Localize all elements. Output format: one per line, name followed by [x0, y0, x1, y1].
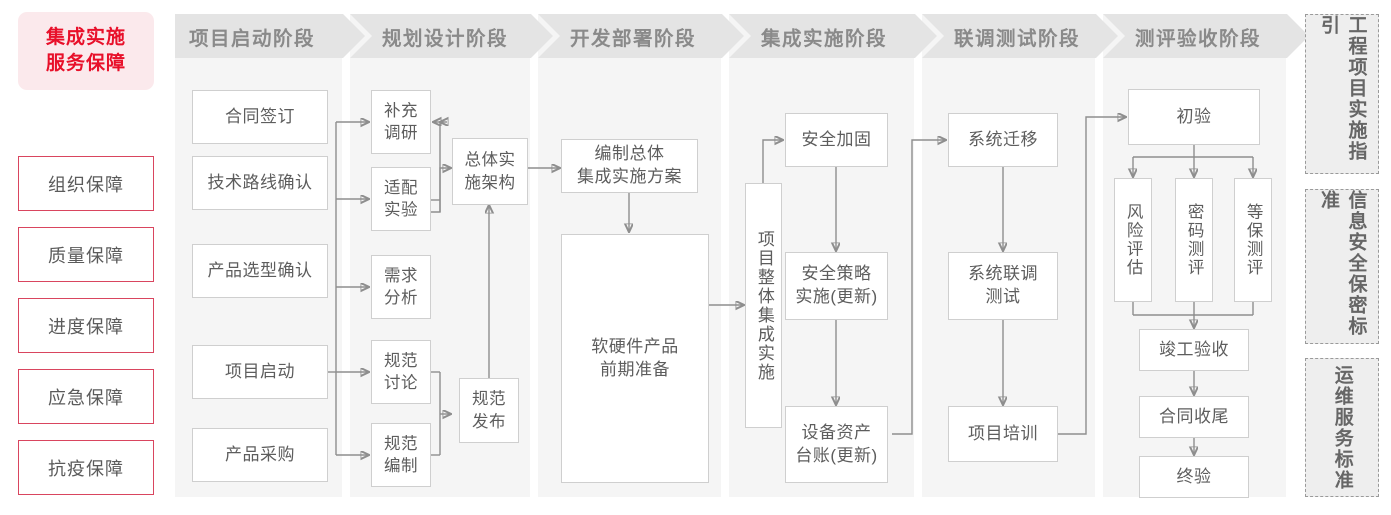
rail-label: 信息安全保密标准: [1318, 190, 1367, 337]
node-final-acceptance[interactable]: 终验: [1139, 456, 1249, 498]
node-label-line1: 适配: [384, 178, 418, 197]
node-label-line2: 发布: [472, 412, 506, 431]
node-label: 初验: [1176, 106, 1212, 126]
node-spec-release[interactable]: 规范 发布: [459, 378, 519, 443]
phase-header-label: 开发部署阶段: [570, 27, 697, 50]
node-label: 合同签订: [225, 106, 295, 126]
node-spec-drafting[interactable]: 规范 编制: [371, 423, 431, 487]
phase-header-1[interactable]: 项目启动阶段: [175, 14, 365, 58]
guarantee-item-schedule[interactable]: 进度保障: [18, 298, 154, 353]
node-label: 系统迁移: [968, 129, 1038, 149]
node-contract-closure[interactable]: 合同收尾: [1139, 396, 1249, 438]
node-project-training[interactable]: 项目培训: [948, 406, 1058, 462]
node-label-line1: 补充: [384, 101, 418, 120]
node-supplementary-research[interactable]: 补充 调研: [371, 90, 431, 154]
node-label: 项目培训: [968, 423, 1038, 443]
phase-header-4[interactable]: 集成实施阶段: [729, 14, 937, 58]
node-label-line1: 规范: [472, 390, 506, 409]
node-label-line1: 总体实: [464, 151, 516, 170]
node-overall-architecture[interactable]: 总体实 施架构: [452, 138, 528, 205]
node-label-line2: 实验: [384, 201, 418, 219]
node-label-line2: 讨论: [384, 374, 418, 392]
node-hardware-software-prep[interactable]: 软硬件产品 前期准备: [561, 234, 709, 483]
rail-information-security-standard[interactable]: 信息安全保密标准: [1305, 189, 1379, 344]
rail-label: 运维服务标准: [1331, 364, 1353, 491]
node-security-hardening[interactable]: 安全加固: [785, 113, 888, 167]
guarantee-item-label: 抗疫保障: [48, 458, 124, 479]
guarantee-item-emergency[interactable]: 应急保障: [18, 369, 154, 424]
node-grade-protection-evaluation[interactable]: 等保测评: [1234, 178, 1272, 302]
node-label: 项目整体集成实施: [754, 229, 774, 382]
node-system-joint-test[interactable]: 系统联调 测试: [948, 252, 1058, 320]
guarantee-item-organization[interactable]: 组织保障: [18, 156, 154, 211]
node-product-select[interactable]: 产品选型确认: [192, 244, 328, 298]
node-label: 竣工验收: [1159, 339, 1229, 359]
node-label-line1: 安全策略: [801, 264, 872, 284]
node-security-policy-update[interactable]: 安全策略 实施(更新): [785, 252, 888, 320]
node-label-line1: 软硬件产品: [591, 336, 679, 356]
node-system-migration[interactable]: 系统迁移: [948, 113, 1058, 167]
node-spec-discussion[interactable]: 规范 讨论: [371, 340, 431, 404]
node-label: 合同收尾: [1159, 406, 1229, 426]
node-completion-acceptance[interactable]: 竣工验收: [1139, 329, 1249, 371]
phase-header-6[interactable]: 测评验收阶段: [1103, 14, 1309, 58]
guarantee-item-epidemic[interactable]: 抗疫保障: [18, 440, 154, 495]
node-project-kickoff[interactable]: 项目启动: [192, 345, 328, 399]
node-label: 产品选型确认: [207, 260, 313, 280]
node-label-line2: 集成实施方案: [577, 167, 682, 186]
guarantee-item-label: 进度保障: [48, 316, 124, 337]
node-label: 密码测评: [1185, 203, 1204, 277]
node-label-line2: 台账(更新): [795, 445, 878, 465]
node-label-line1: 系统联调: [968, 264, 1038, 284]
guarantee-title: 集成实施 服务保障: [18, 12, 154, 90]
phase-header-label: 规划设计阶段: [382, 27, 509, 50]
node-label-line2: 调研: [384, 124, 418, 142]
node-label: 技术路线确认: [207, 172, 313, 192]
phase-header-label: 集成实施阶段: [761, 27, 888, 50]
node-label: 等保测评: [1244, 203, 1263, 277]
node-label-line2: 测试: [985, 287, 1021, 306]
phase-header-2[interactable]: 规划设计阶段: [350, 14, 553, 58]
rail-engineering-guideline[interactable]: 工程项目实施指引: [1305, 14, 1379, 174]
node-label-line2: 编制: [384, 457, 418, 475]
node-label: 终验: [1176, 466, 1212, 486]
node-label-line1: 规范: [384, 351, 418, 370]
node-label-line1: 设备资产: [801, 422, 872, 442]
node-label-line1: 规范: [384, 434, 418, 453]
phase-header-label: 联调测试阶段: [954, 27, 1081, 50]
node-contract-sign[interactable]: 合同签订: [192, 90, 328, 144]
guarantee-title-line2: 服务保障: [45, 53, 126, 74]
node-label: 安全加固: [801, 129, 872, 149]
node-label-line1: 编制总体: [594, 144, 665, 164]
node-overall-integration-plan[interactable]: 编制总体 集成实施方案: [561, 139, 698, 193]
guarantee-item-label: 质量保障: [48, 245, 124, 266]
guarantee-item-label: 应急保障: [48, 387, 124, 408]
rail-operations-service-standard[interactable]: 运维服务标准: [1305, 358, 1379, 497]
node-label: 产品采购: [225, 444, 295, 464]
node-product-purchase[interactable]: 产品采购: [192, 428, 328, 482]
guarantee-title-line1: 集成实施: [45, 27, 126, 49]
guarantee-item-label: 组织保障: [48, 174, 124, 195]
node-adaptation-test[interactable]: 适配 实验: [371, 167, 431, 231]
rail-label: 工程项目实施指引: [1318, 15, 1367, 162]
node-label: 项目启动: [225, 361, 295, 381]
phase-header-5[interactable]: 联调测试阶段: [922, 14, 1118, 58]
node-tech-route[interactable]: 技术路线确认: [192, 156, 328, 210]
node-asset-ledger-update[interactable]: 设备资产 台账(更新): [785, 406, 888, 483]
node-label-line2: 施架构: [464, 173, 516, 192]
phase-header-label: 项目启动阶段: [189, 27, 316, 50]
phase-header-3[interactable]: 开发部署阶段: [538, 14, 744, 58]
node-first-acceptance[interactable]: 初验: [1128, 89, 1260, 145]
phase-header-label: 测评验收阶段: [1135, 27, 1262, 50]
node-risk-assessment[interactable]: 风险评估: [1114, 178, 1152, 302]
node-label-line2: 分析: [384, 289, 418, 307]
node-requirement-analysis[interactable]: 需求 分析: [371, 255, 431, 319]
node-label-line2: 实施(更新): [795, 287, 878, 306]
node-label-line2: 前期准备: [600, 359, 670, 379]
node-label-line1: 需求: [384, 266, 418, 285]
node-project-overall-integration[interactable]: 项目整体集成实施: [745, 183, 782, 428]
guarantee-item-quality[interactable]: 质量保障: [18, 227, 154, 282]
node-label: 风险评估: [1124, 203, 1143, 277]
node-crypto-evaluation[interactable]: 密码测评: [1175, 178, 1213, 302]
